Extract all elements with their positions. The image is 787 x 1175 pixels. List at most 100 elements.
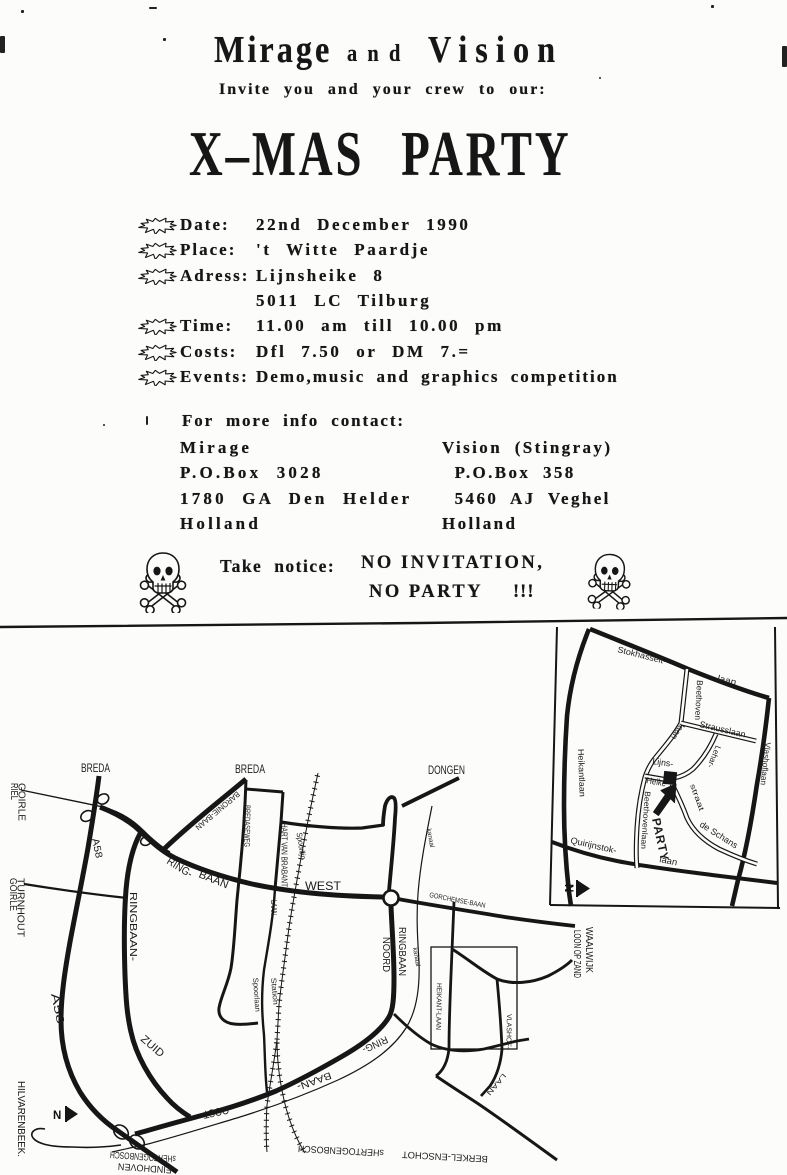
scan-speck [103,424,105,426]
inset-label-beethovenlaan: Beethovenlaan [639,791,652,849]
subtitle: Invite you and your crew to our: [219,81,547,98]
inset-north-letter: N [562,884,574,892]
burst-bullet-icon [138,268,177,285]
main-label-ringbaan: RINGBAAN [396,927,408,976]
main-label-vlashof-: VLASHOF- [504,1014,512,1050]
contact-line: P.O.Box 3028 [180,463,324,483]
main-ramp-loop [96,793,110,805]
main-label-laan: LAAN [269,900,278,915]
main-label-west: WEST [305,879,342,893]
inset-strausslaan-inner [680,721,757,743]
main-roundabout [382,889,400,907]
main-label-kanaal: kanaal [425,828,435,848]
contact-line: 5460 AJ Veghel [442,488,611,508]
main-label-ringbaan-: RINGBAAN- [127,892,139,962]
skull-crossbones-icon-left [139,552,187,613]
notice-bang: !!! [513,582,535,602]
inset-label-vlashoflaan: Vlashoflaan [758,742,772,786]
main-label-noord: NOORD [380,937,392,972]
scan-speck [21,10,24,13]
main-railway-main-ticks [274,774,321,1040]
detail-label: Date: [180,215,230,234]
inset-label-beethoven: Beethoven [693,680,705,721]
inset-quirijnstoklaan [551,840,778,885]
main-baroniebaan [161,777,248,852]
scan-speck [599,77,601,79]
main-dongen-road [401,776,460,808]
scan-speck [711,5,714,8]
inset-beethovenlaan-inner [634,668,689,869]
inset-north-arrow-icon [577,880,590,897]
burst-bullet-icon [138,344,177,361]
main-hart-van-brabant-top [279,791,285,823]
main-box-bottom-road [393,1013,530,1053]
main-railway-main [276,772,319,1041]
inset-right-edge [774,626,779,908]
contact-line: Vision (Stingray) [442,438,613,457]
contact-line: 1780 GA Den Helder [180,488,413,508]
main-label-dongen: DONGEN [428,763,465,777]
inset-heikantlaan [561,628,592,907]
main-bredaseweg [217,779,259,1026]
main-hart-van-brabant [273,821,283,890]
detail-value: 22nd December 1990 [256,215,471,234]
scan-speck [146,416,148,425]
contact-line: Holland [442,513,518,533]
title-mirage: Mirage [214,29,333,71]
detail-row: Events:Demo,music and graphics competiti… [0,364,787,389]
main-railway-bosch-ticks [274,1042,306,1152]
main-hilvarenbeek-road [30,1127,122,1149]
inset-label-laan: laan [659,854,679,867]
title-vision: Vision [428,29,564,71]
main-railway-spur [265,1039,278,1153]
notice-line2: NO PARTY [369,582,484,602]
main-ringbaan-zuid [121,830,192,1120]
inset-label-lijns-: Lijns- [652,756,674,769]
detail-row: Time: 11.00 am till 10.00 pm [0,313,787,338]
main-label-spoorlaan: Spoorlaan [251,978,262,1013]
main-label-berkel-enschot: BERKEL-ENSCHOT [402,1148,489,1163]
main-label-shertogenbosch: sHERTOGENBOSCH [110,1148,177,1164]
main-north-letter: N [53,1110,61,1122]
main-label-riel: RIEL [8,783,19,800]
main-ramp-loop [112,1124,130,1140]
detail-label: Costs: [180,341,238,361]
detail-label: Time: [180,316,234,336]
inset-stokhasseltlaan [589,626,770,701]
detail-value: Demo,music and graphics competition [256,366,619,386]
main-label-hart-van-brabant: HART VAN BRABANT [280,823,289,887]
detail-row: 5011 LC Tilburg [0,288,787,313]
main-ramp-loop [80,809,94,823]
main-label-a58: A58 [89,837,104,859]
detail-value: 11.00 am till 10.00 pm [256,316,504,336]
detail-label: Adress: [180,265,250,285]
contact-line: Holland [180,513,261,533]
scan-speck [782,46,787,67]
main-ringbaan-noord-oost [134,905,397,1137]
contact-heading: For more info contact: [182,411,405,430]
detail-value: Dfl 7.50 or DM 7.= [256,341,471,361]
main-label-oost: OOST [202,1103,230,1120]
main-label-eindhoven: EINDHOVEN [117,1160,172,1175]
detail-row: Date: 22nd December 1990 [0,212,787,237]
burst-bullet-icon [138,242,177,260]
scan-speck [163,38,166,41]
main-north-arrow-icon [66,1106,78,1122]
main-ringbaan-west-top [99,804,385,900]
main-railway-bosch [276,1039,306,1154]
main-ramp-loop [139,835,153,847]
detail-row: Place:'t Witte Paardje [0,237,787,262]
main-label-spoorlijn: Spoorlijn [295,832,308,860]
main-label-goirle: GOIRLE [16,783,27,821]
detail-value: Lijnsheike 8 [256,265,385,285]
main-riel-road [20,789,171,853]
notice-lead: Take notice: [220,556,336,576]
main-label-zuid: ZUID [138,1033,166,1060]
main-spoorlaan-zuid [260,888,277,1093]
inset-left-edge [549,626,558,906]
main-label-heikant-laan: HEIKANT-LAAN [434,983,442,1030]
main-label-shertogenbosch: sHERTOGENBOSCH [298,1142,385,1157]
detail-value: 't Witte Paardje [256,240,431,260]
main-label-station: Station [269,977,280,1005]
